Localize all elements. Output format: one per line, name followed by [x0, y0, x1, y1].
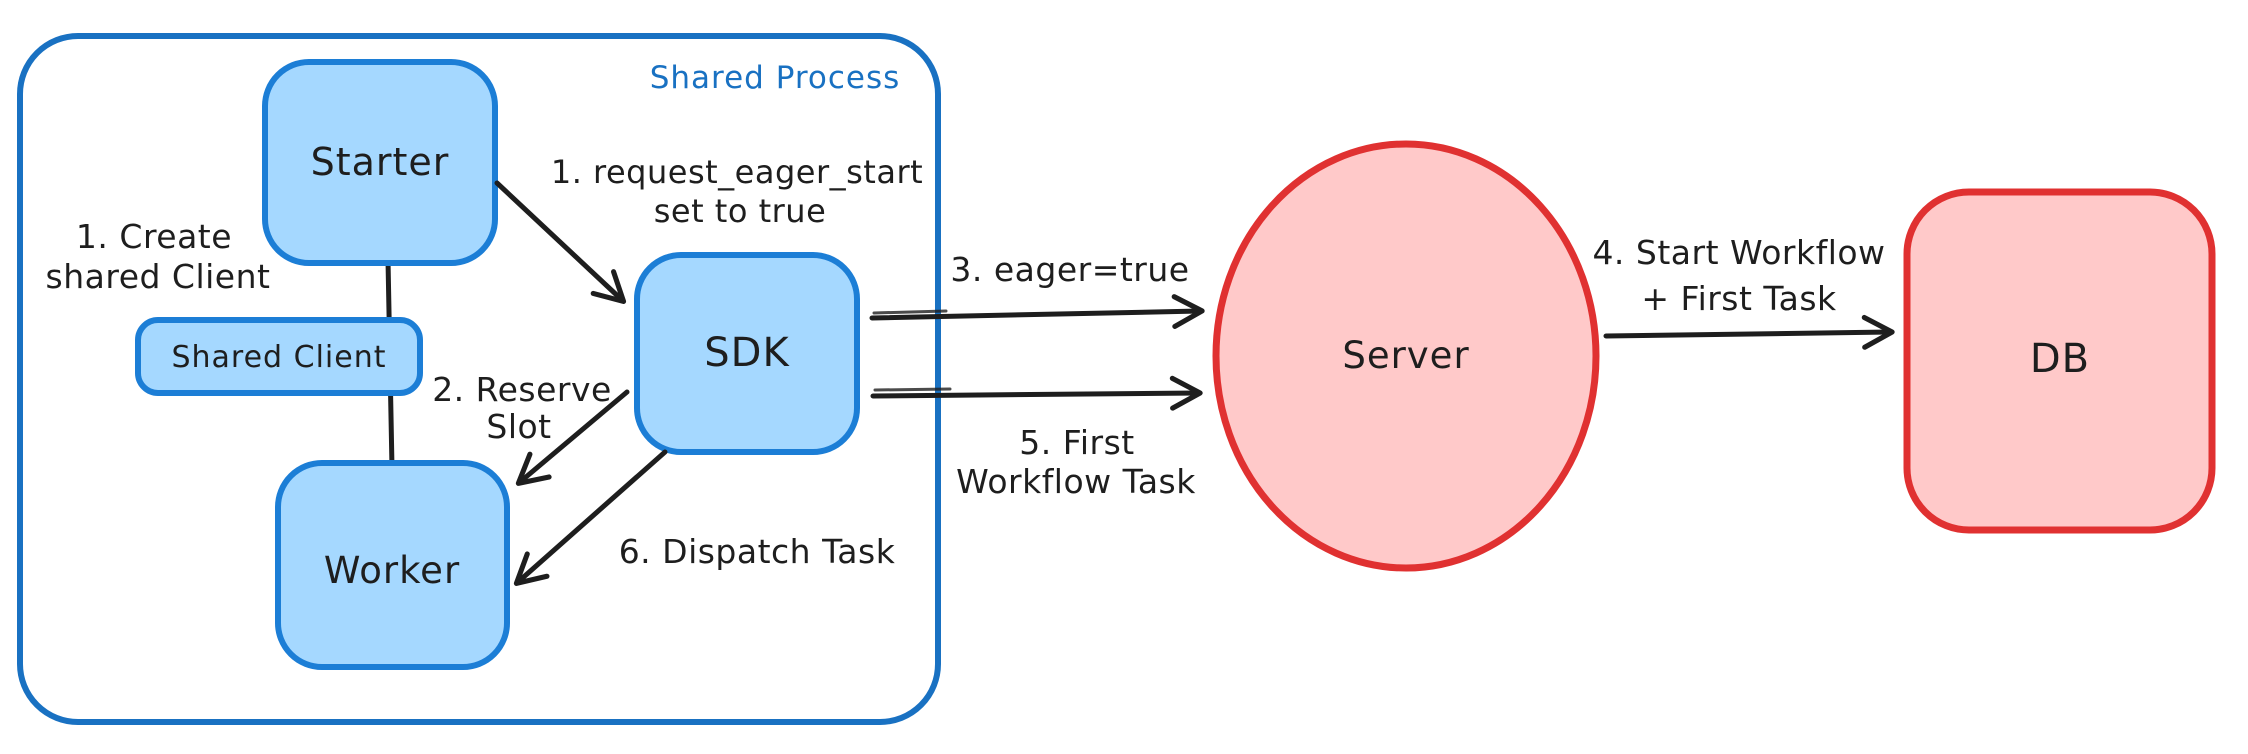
shared-client-node-label: Shared Client: [171, 340, 386, 375]
sdk-node-label: SDK: [704, 330, 790, 376]
annotation-eager-true: 3. eager=true: [950, 250, 1189, 289]
shared-client-node: [135, 317, 423, 396]
annotation-start-workflow-line2: + First Task: [1641, 279, 1837, 318]
starter-node: [262, 59, 498, 266]
arrow-sdk-to-server-eager-sketch: [872, 309, 948, 315]
arrow-sdk-dispatch-task: [513, 449, 668, 586]
annotation-request-eager-start-line2: set to true: [654, 192, 827, 230]
annotation-first-workflow-task-line1: 5. First: [1019, 423, 1134, 462]
shared-process-container: [17, 33, 941, 725]
server-node-label: Server: [1342, 334, 1469, 377]
annotation-reserve-slot-line1: 2. Reserve: [432, 370, 612, 409]
annotation-create-shared-client-line1: 1. Create: [76, 217, 232, 256]
annotation-first-workflow-task-line2: Workflow Task: [956, 462, 1196, 501]
db-node-label: DB: [2030, 336, 2090, 382]
shared-process-label: Shared Process: [650, 60, 901, 96]
arrow-sdk-to-server-eager: [869, 294, 1205, 329]
annotation-reserve-slot-line2: Slot: [486, 407, 551, 446]
starter-node-label: Starter: [311, 140, 450, 184]
annotation-request-eager-start-line1: 1. request_eager_start: [551, 153, 923, 191]
arrow-sdk-to-server-first-task-sketch: [873, 387, 952, 392]
server-node: [1212, 140, 1600, 572]
worker-node-label: Worker: [324, 549, 460, 592]
arrow-starter-to-sdk: [494, 180, 627, 305]
arrow-server-to-db: [1603, 314, 1895, 350]
annotation-start-workflow-line1: 4. Start Workflow: [1592, 233, 1885, 272]
arrow-sdk-reserve-slot: [515, 389, 630, 486]
db-node: [1903, 188, 2216, 534]
arrow-sdk-to-server-first-task: [870, 375, 1203, 411]
worker-node: [275, 460, 510, 670]
sdk-node: [634, 252, 860, 455]
annotation-dispatch-task: 6. Dispatch Task: [619, 532, 896, 571]
annotation-create-shared-client-line2: shared Client: [46, 257, 271, 296]
